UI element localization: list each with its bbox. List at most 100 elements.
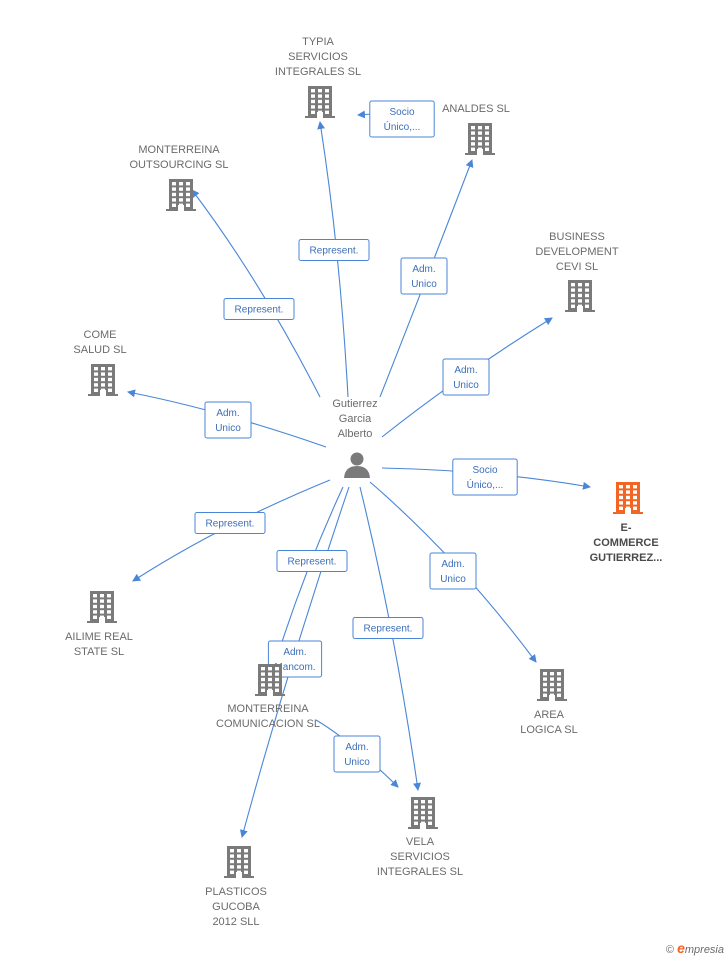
relation-tag-label: Socio [389,107,414,118]
relation-tag-label: Represent. [206,519,255,530]
company-name-ecommerce: E-COMMERCEGUTIERREZ... [590,522,663,564]
relation-tag-label: Unico [440,574,466,585]
building-icon [465,123,495,155]
building-icon [305,86,335,118]
relation-tag-person-business[interactable]: Adm. Unico [442,358,490,396]
relation-tag-label: Adm. [216,408,239,419]
relation-tag-analdes-typia[interactable]: SocioÚnico,... [369,100,435,138]
relation-tag-label: Único,... [384,120,421,133]
relation-tag-label: Represent. [364,624,413,635]
node-label-line: DEVELOPMENT [535,246,618,258]
node-label-line: Gutierrez [332,398,377,410]
relation-tag-box [194,512,266,534]
relation-tag-label: Unico [453,380,479,391]
relation-tag-person-monterreina_com[interactable]: Represent. [276,550,348,572]
relation-tag-box [223,298,295,320]
relation-tag-person-ecommerce[interactable]: SocioÚnico,... [452,458,518,496]
node-label-line: TYPIA [302,36,334,48]
company-name-come: COME SALUD SL [73,329,126,356]
building-icon [537,669,567,701]
building-icon [255,664,285,696]
relation-tag-label: Mancom. [274,662,315,673]
relation-tag-label: Adm. [283,647,306,658]
company-name-typia: TYPIA SERVICIOS INTEGRALES SL [275,36,361,78]
building-icon [224,846,254,878]
relation-tag-person-come[interactable]: Adm. Unico [204,401,252,439]
company-name-ailime: AILIME REAL STATE SL [65,631,133,658]
company-node-typia[interactable]: TYPIA SERVICIOS INTEGRALES SL [275,36,361,118]
relation-tag-label: Adm. [454,365,477,376]
relation-tag-label: Socio [472,465,497,476]
copyright-icon: © [665,944,675,956]
node-label-line: COMMERCE [593,537,658,549]
relation-tag-label: Represent. [235,305,284,316]
company-node-monterreina_com[interactable]: MONTERREINA COMUNICACION SL [216,664,320,730]
node-label-line: SERVICIOS [390,851,450,863]
relation-tag-box [442,358,490,396]
relation-tag-person-vela[interactable]: Represent. [352,617,424,639]
company-name-plasticos: PLASTICOS GUCOBA 2012 SLL [205,886,267,928]
node-label-line: SERVICIOS [288,51,348,63]
relation-edge-person-monterreina_out [191,189,321,398]
relation-tag-box [429,552,477,590]
node-label-line: GUCOBA [212,901,260,913]
relation-tag-label: Unico [411,279,437,290]
relation-tag-monterreina_com-vela[interactable]: Adm.Unico [333,735,381,773]
relation-tag-box [352,617,424,639]
node-label-line: MONTERREINA [227,703,309,715]
building-icon [166,179,196,211]
node-label-line: Garcia [339,413,372,425]
relation-tag-label: Unico [344,757,370,768]
company-node-plasticos[interactable]: PLASTICOS GUCOBA 2012 SLL [205,846,267,928]
company-node-ailime[interactable]: AILIME REAL STATE SL [65,591,133,658]
relation-tag-person-ailime[interactable]: Represent. [194,512,266,534]
footer-brand[interactable]: © empresia [666,940,724,956]
relation-tag-box [204,401,252,439]
node-label-line: PLASTICOS [205,886,267,898]
building-icon [87,591,117,623]
node-label-line: COME [84,329,117,341]
node-label-line: GUTIERREZ... [590,552,663,564]
company-name-monterreina_out: MONTERREINA OUTSOURCING SL [129,144,228,171]
node-label-line: STATE SL [74,646,124,658]
relation-tag-person-typia[interactable]: Represent. [298,239,370,261]
node-label-line: Alberto [338,428,373,440]
company-name-monterreina_com: MONTERREINA COMUNICACION SL [216,703,320,730]
relation-tag-person-monterreina_out[interactable]: Represent. [223,298,295,320]
node-label-line: COMUNICACION SL [216,718,320,730]
relation-tag-box [298,239,370,261]
relation-tag-person-area[interactable]: Adm. Unico [429,552,477,590]
company-node-analdes[interactable]: ANALDES SL [442,103,510,155]
relation-tag-box [400,257,448,295]
company-node-come[interactable]: COME SALUD SL [73,329,127,396]
relation-tags-layer: Represent.SocioÚnico,...Adm.UnicoReprese… [194,100,518,773]
relation-tag-box [333,735,381,773]
node-label-line: INTEGRALES SL [377,866,463,878]
node-label-line: CEVI SL [556,261,598,273]
company-node-ecommerce[interactable]: E-COMMERCEGUTIERREZ... [590,482,663,564]
company-node-monterreina_out[interactable]: MONTERREINA OUTSOURCING SL [129,144,229,211]
node-label-line: INTEGRALES SL [275,66,361,78]
node-label-line: SALUD SL [73,344,126,356]
building-icon [613,482,643,514]
relation-tag-label: Unico [215,423,241,434]
node-label-line: AILIME REAL [65,631,133,643]
relation-tag-label: Adm. [441,559,464,570]
building-icon [565,280,595,312]
node-label-line: 2012 SLL [212,916,259,928]
building-icon [88,364,118,396]
node-label-line: LOGICA SL [520,724,577,736]
node-label-line: OUTSOURCING SL [129,159,228,171]
relation-tag-person-analdes[interactable]: Adm.Unico [400,257,448,295]
node-label-line: MONTERREINA [138,144,220,156]
person-icon [344,452,370,478]
